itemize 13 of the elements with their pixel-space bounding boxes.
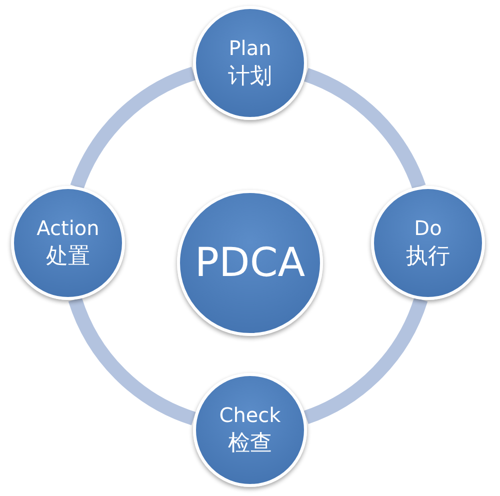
node-subtitle: 计划 [228,62,272,91]
node-title: Do [414,214,442,242]
node-title: Plan [228,34,272,62]
node-subtitle: 检查 [228,430,272,458]
node-title: Action [36,214,100,242]
ring-connector [304,296,428,424]
node-title: Check [219,402,281,429]
ring-connector [304,68,426,190]
node-subtitle: 执行 [406,242,450,271]
node-title: PDCA [194,239,306,288]
ring-connector [68,296,196,426]
ring-connector [70,66,196,190]
node-subtitle: 处置 [46,242,90,271]
